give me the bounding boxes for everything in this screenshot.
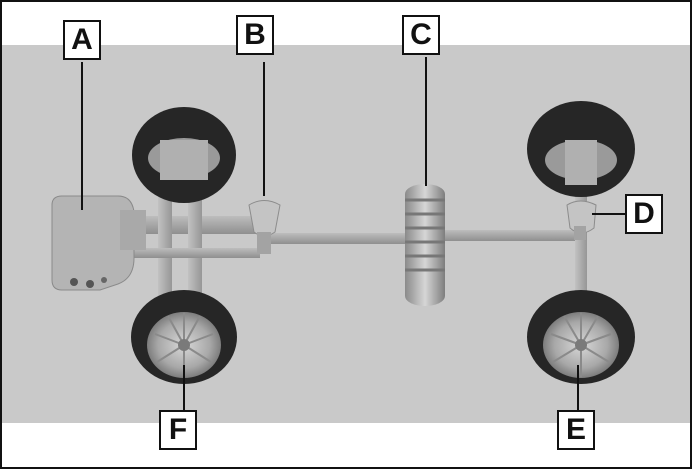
callout-b: B <box>236 15 274 55</box>
front-right-wheel <box>131 290 237 410</box>
callout-a: A <box>63 20 101 60</box>
callout-c: C <box>402 15 440 55</box>
callout-f: F <box>159 410 197 450</box>
front-left-wheel <box>132 107 236 203</box>
rear-left-wheel <box>527 101 635 197</box>
rear-differential <box>566 200 625 240</box>
callout-d: D <box>625 194 663 234</box>
disc-pack <box>405 57 445 306</box>
rear-right-wheel <box>527 290 635 410</box>
front-coupling <box>248 62 281 254</box>
callout-e: E <box>557 410 595 450</box>
engine-block <box>51 195 146 291</box>
